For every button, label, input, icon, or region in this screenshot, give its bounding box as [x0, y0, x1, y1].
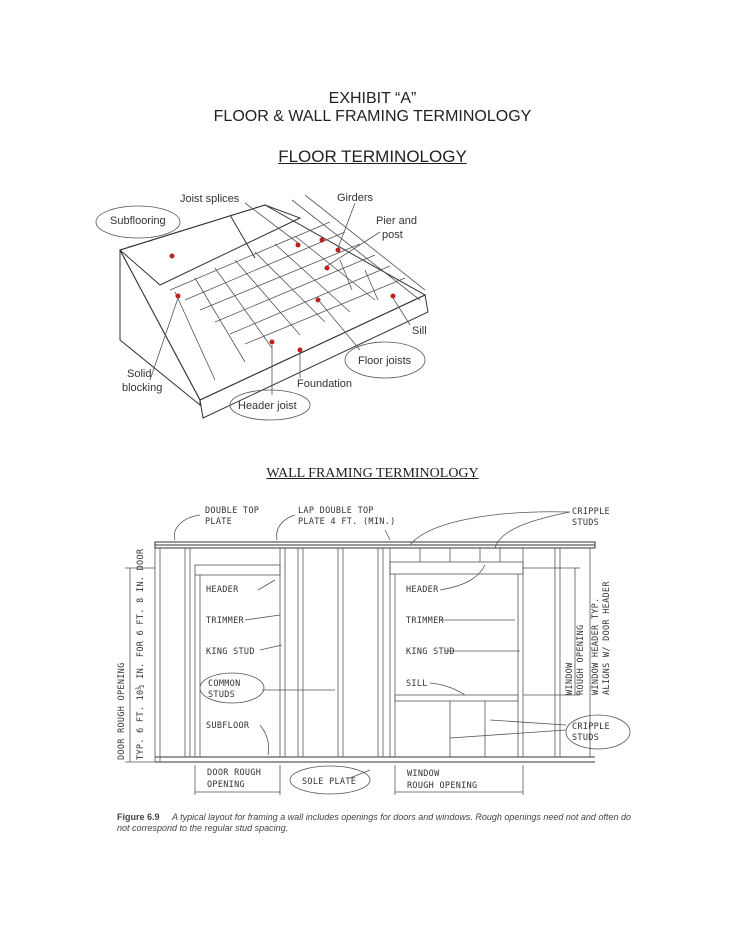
floor-framing-diagram: Joist splices Girders Subflooring Pier a… — [95, 192, 429, 421]
label-window-rough-bottom-1: WINDOW — [407, 769, 440, 779]
label-floor-joists: Floor joists — [358, 355, 412, 367]
label-window-rough-vertical-2: ROUGH OPENING — [576, 625, 586, 695]
label-window-rough-bottom-2: ROUGH OPENING — [407, 781, 477, 791]
label-sill: SILL — [406, 679, 428, 689]
caption-line-1: A typical layout for framing a wall incl… — [171, 812, 631, 822]
wall-framing-diagram: DOUBLE TOP PLATE LAP DOUBLE TOP PLATE 4 … — [117, 506, 631, 795]
label-window-header-vertical-2: ALIGNS W/ DOOR HEADER — [602, 581, 612, 695]
label-subfloor: SUBFLOOR — [206, 721, 250, 731]
floor-pointer-dots — [169, 237, 396, 353]
label-door-rough-vertical-2: TYP. 6 FT. 10½ IN. FOR 6 FT. 8 IN. DOOR — [135, 548, 146, 760]
label-header-right: HEADER — [406, 585, 439, 595]
label-cripple-studs-bottom-1: CRIPPLE — [572, 722, 610, 732]
label-header-joist: Header joist — [238, 400, 297, 412]
label-door-rough-bottom-1: DOOR ROUGH — [207, 768, 261, 778]
label-foundation: Foundation — [297, 378, 352, 390]
label-common-studs-1: COMMON — [208, 679, 241, 689]
label-door-rough-vertical-1: DOOR ROUGH OPENING — [117, 662, 127, 760]
label-window-rough-vertical-1: WINDOW — [565, 662, 575, 695]
document-title: FLOOR & WALL FRAMING TERMINOLOGY — [213, 108, 532, 125]
floor-section-title: FLOOR TERMINOLOGY — [278, 147, 467, 166]
label-door-rough-bottom-2: OPENING — [207, 780, 245, 790]
label-header-left: HEADER — [206, 585, 239, 595]
label-sill: Sill — [412, 325, 427, 337]
label-king-stud-right: KING STUD — [406, 647, 455, 657]
label-girders: Girders — [337, 192, 374, 204]
label-trimmer-left: TRIMMER — [206, 616, 245, 626]
exhibit-label: EXHIBIT “A” — [328, 90, 417, 107]
label-double-top-plate-2: PLATE — [205, 517, 232, 527]
label-subflooring: Subflooring — [110, 215, 166, 227]
caption-figure-label: Figure 6.9 — [117, 812, 160, 822]
label-cripple-studs-bottom-2: STUDS — [572, 733, 599, 743]
label-solid-blocking-1: Solid — [127, 368, 151, 380]
label-pier-and-post-1: Pier and — [376, 215, 417, 227]
label-double-top-plate-1: DOUBLE TOP — [205, 506, 259, 516]
label-king-stud-left: KING STUD — [206, 647, 255, 657]
label-lap-double-top-2: PLATE 4 FT. (MIN.) — [298, 517, 396, 527]
figure-caption: Figure 6.9 A typical layout for framing … — [117, 812, 631, 833]
label-cripple-studs-top-1: CRIPPLE — [572, 507, 610, 517]
label-cripple-studs-top-2: STUDS — [572, 518, 599, 528]
label-solid-blocking-2: blocking — [122, 382, 162, 394]
label-pier-and-post-2: post — [382, 229, 403, 241]
label-common-studs-2: STUDS — [208, 690, 235, 700]
caption-line-2: not correspond to the regular stud spaci… — [117, 823, 288, 833]
label-window-header-vertical-1: WINDOW HEADER TYP. — [591, 597, 601, 695]
label-sole-plate: SOLE PLATE — [302, 777, 356, 787]
label-trimmer-right: TRIMMER — [406, 616, 445, 626]
label-lap-double-top-1: LAP DOUBLE TOP — [298, 506, 374, 516]
wall-section-title: WALL FRAMING TERMINOLOGY — [266, 466, 479, 481]
label-joist-splices: Joist splices — [180, 193, 240, 205]
